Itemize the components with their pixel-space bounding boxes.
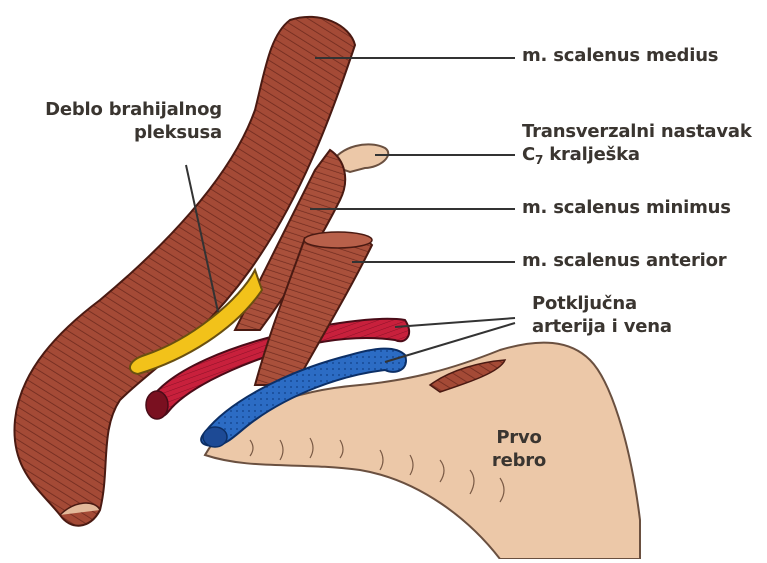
label-scalenus-minimus: m. scalenus minimus [522, 196, 731, 219]
label-subclavian-line1: Potključna [532, 292, 672, 315]
label-brachial-trunk: Deblo brahijalnog pleksusa [22, 98, 222, 144]
label-transverse-sub: 7 [535, 153, 543, 167]
label-scalenus-medius: m. scalenus medius [522, 44, 718, 67]
label-first-rib-line1: Prvo [484, 426, 554, 449]
label-brachial-trunk-line2: pleksusa [22, 121, 222, 144]
label-transverse-c: C [522, 144, 535, 165]
label-brachial-trunk-line1: Deblo brahijalnog [22, 98, 222, 121]
label-transverse-process: Transverzalni nastavak C7 kralješka [522, 120, 752, 168]
label-transverse-rest: kralješka [543, 144, 640, 165]
label-first-rib: Prvo rebro [484, 426, 554, 472]
label-scalenus-anterior: m. scalenus anterior [522, 249, 726, 272]
label-first-rib-line2: rebro [484, 449, 554, 472]
leader-artery [395, 318, 515, 327]
label-subclavian: Potključna arterija i vena [532, 292, 672, 338]
label-transverse-line1: Transverzalni nastavak [522, 120, 752, 143]
label-transverse-line2: C7 kralješka [522, 143, 752, 168]
label-subclavian-line2: arterija i vena [532, 315, 672, 338]
